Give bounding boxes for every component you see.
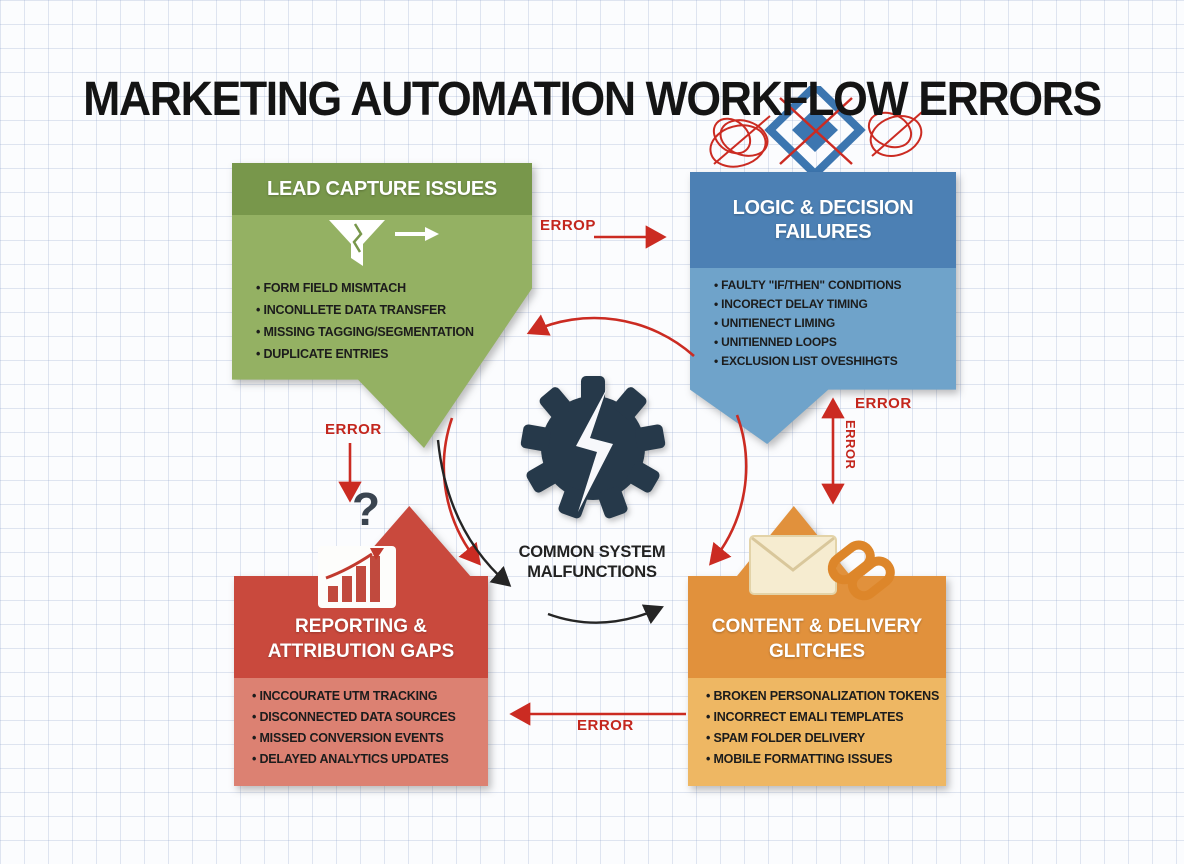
logic-decision-title-line2: FAILURES xyxy=(774,221,872,243)
list-item: INCONLLETE DATA TRANSFER xyxy=(256,299,518,321)
reporting-title-line2: ATTRIBUTION GAPS xyxy=(267,641,455,662)
content-delivery-title-line1: CONTENT & DELIVERY xyxy=(711,616,923,637)
list-item: DUPLICATE ENTRIES xyxy=(256,343,518,365)
list-item: DISCONNECTED DATA SOURCES xyxy=(252,707,480,728)
center-label-line1: COMMON SYSTEM xyxy=(518,543,666,561)
list-item: INCCOURATE UTM TRACKING xyxy=(252,686,480,707)
decision-diamond-icon xyxy=(709,86,923,180)
center-label: COMMON SYSTEM MALFUNCTIONS xyxy=(502,542,682,582)
list-item: DELAYED ANALYTICS UPDATES xyxy=(252,749,480,770)
list-item: UNITIENECT LIMING xyxy=(714,314,950,333)
lead-capture-title: LEAD CAPTURE ISSUES xyxy=(267,178,497,200)
list-item: EXCLUSION LIST OVESHIHGTS xyxy=(714,352,950,371)
list-item: SPAM FOLDER DELIVERY xyxy=(706,728,940,749)
list-item: MISSED CONVERSION EVENTS xyxy=(252,728,480,749)
logic-decision-box: LOGIC & DECISION FAILURES FAULTY "IF/THE… xyxy=(690,172,956,444)
error-label-right: ERROR xyxy=(855,395,912,412)
lead-capture-list: FORM FIELD MISMTACH INCONLLETE DATA TRAN… xyxy=(256,277,518,365)
list-item: INCORRECT EMALI TEMPLATES xyxy=(706,707,940,728)
envelope-chain-icon xyxy=(749,535,895,601)
center-label-line2: MALFUNCTIONS xyxy=(527,563,657,581)
list-item: UNITIENNED LOOPS xyxy=(714,333,950,352)
logic-decision-list: FAULTY "IF/THEN" CONDITIONS INCORECT DEL… xyxy=(714,276,950,371)
funnel-arrow-icon xyxy=(232,217,532,271)
broken-gear-icon xyxy=(520,376,666,519)
reporting-list: INCCOURATE UTM TRACKING DISCONNECTED DAT… xyxy=(252,686,480,770)
lead-capture-box: LEAD CAPTURE ISSUES FORM FIELD MISMTACH … xyxy=(232,163,532,448)
error-label-right-vertical: ERROR xyxy=(843,420,858,470)
black-arc-bottom xyxy=(547,604,664,625)
content-delivery-title-line2: GLITCHES xyxy=(768,641,866,662)
question-mark-icon: ? xyxy=(352,483,381,535)
page-title: MARKETING AUTOMATION WORKFLOW ERRORS xyxy=(83,73,1102,127)
reporting-header: REPORTING & ATTRIBUTION GAPS xyxy=(234,614,488,664)
list-item: MOBILE FORMATTING ISSUES xyxy=(706,749,940,770)
content-delivery-list: BROKEN PERSONALIZATION TOKENS INCORRECT … xyxy=(706,686,940,770)
reporting-title-line1: REPORTING & xyxy=(295,616,427,637)
bar-chart-icon xyxy=(318,546,396,608)
content-delivery-header: CONTENT & DELIVERY GLITCHES xyxy=(688,614,946,664)
list-item: FAULTY "IF/THEN" CONDITIONS xyxy=(714,276,950,295)
reporting-box: REPORTING & ATTRIBUTION GAPS INCCOURATE … xyxy=(234,506,488,786)
list-item: INCORECT DELAY TIMING xyxy=(714,295,950,314)
logic-decision-header: LOGIC & DECISION FAILURES xyxy=(690,172,956,268)
error-label-bottom: ERROR xyxy=(577,717,634,734)
list-item: MISSING TAGGING/SEGMENTATION xyxy=(256,321,518,343)
logic-decision-title-line1: LOGIC & DECISION xyxy=(732,197,914,219)
error-label-top: ERROP xyxy=(540,217,596,234)
list-item: BROKEN PERSONALIZATION TOKENS xyxy=(706,686,940,707)
lead-capture-header: LEAD CAPTURE ISSUES xyxy=(232,163,532,215)
list-item: FORM FIELD MISMTACH xyxy=(256,277,518,299)
red-arc-top xyxy=(526,314,695,357)
error-label-left: ERROR xyxy=(325,421,382,438)
